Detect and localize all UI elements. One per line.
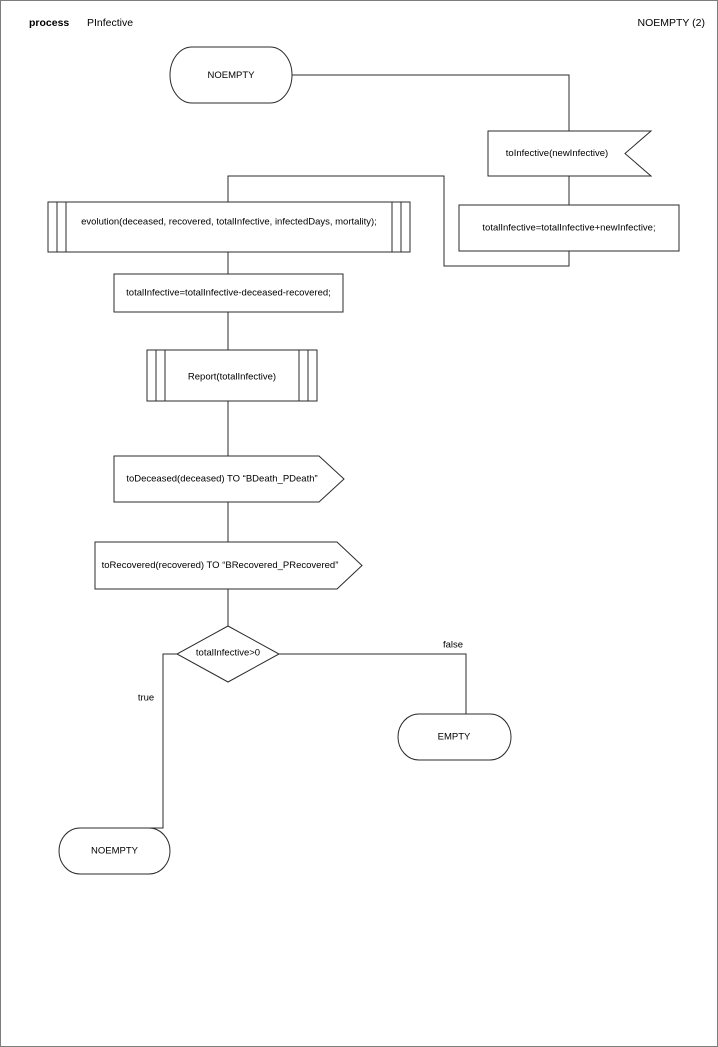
node-to-recovered[interactable]: [94, 541, 363, 590]
node-start-noempty[interactable]: [169, 46, 293, 104]
node-report[interactable]: [146, 349, 318, 402]
connector-decision-true: [114, 653, 177, 829]
connector-add-to-evolution: [227, 175, 570, 267]
node-to-deceased[interactable]: [113, 455, 345, 503]
node-evolution-label: evolution(deceased, recovered, totalInfe…: [81, 217, 377, 228]
header-state-label: NOEMPTY (2): [637, 17, 705, 29]
node-subtract-removed[interactable]: [113, 273, 344, 313]
node-decision-label: totalInfective>0: [196, 648, 260, 659]
node-subtract-removed-label: totalInfective=totalInfective-deceased-r…: [126, 288, 331, 299]
node-start-noempty-label: NOEMPTY: [208, 70, 256, 81]
node-decision[interactable]: [175, 625, 281, 683]
node-report-label: Report(totalInfective): [188, 372, 276, 383]
header-kind-label: process: [29, 17, 70, 29]
node-end-empty-label: EMPTY: [438, 732, 471, 743]
header-process-name: PInfective: [87, 17, 134, 29]
node-to-infective[interactable]: [487, 130, 653, 177]
edge-label-false: false: [443, 640, 463, 651]
node-add-new-infective[interactable]: [458, 204, 680, 252]
node-add-new-infective-label: totalInfective=totalInfective+newInfecti…: [482, 223, 655, 234]
node-end-noempty[interactable]: [58, 827, 171, 875]
node-end-noempty-label: NOEMPTY: [91, 846, 139, 857]
connector-decision-false: [279, 653, 467, 714]
node-to-deceased-label: toDeceased(deceased) TO “BDeath_PDeath”: [126, 474, 317, 485]
page-header: process PInfective NOEMPTY (2): [1, 1, 717, 33]
node-evolution[interactable]: [47, 201, 411, 253]
node-end-empty[interactable]: [397, 713, 512, 761]
node-to-infective-label: toInfective(newInfective): [506, 148, 608, 159]
connector-start-to-infective: [286, 74, 570, 131]
node-to-recovered-label: toRecovered(recovered) TO “BRecovered_PR…: [102, 560, 339, 571]
edge-label-true: true: [138, 693, 154, 704]
